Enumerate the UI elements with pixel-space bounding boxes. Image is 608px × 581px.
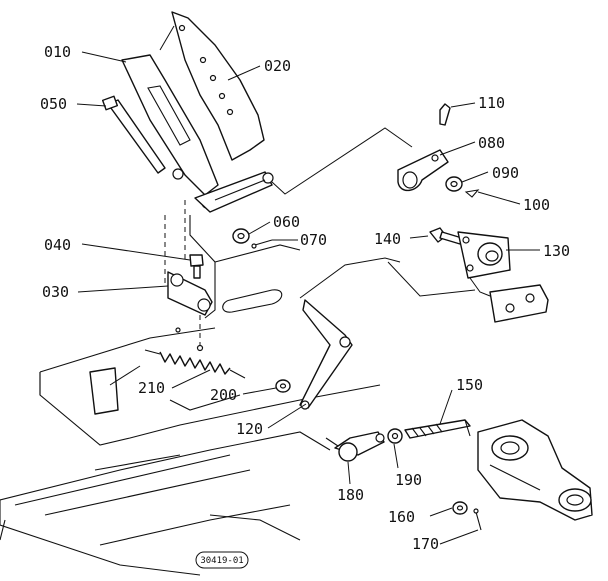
spring-bracket [89,367,119,415]
callout-040: 040 [44,236,71,254]
washer-090 [445,176,463,192]
callout-010: 010 [44,43,71,61]
bracket-030 [167,271,213,352]
bolt-140 [429,227,463,245]
callout-200: 200 [210,386,237,404]
washer-200 [275,379,291,393]
pin-110 [439,103,451,126]
washer-160 [452,501,468,515]
ball-joint-180 [325,431,385,462]
callout-140: 140 [374,230,401,248]
leader-lines [76,25,540,545]
pin-170 [473,508,482,531]
base-frame [0,327,381,576]
callout-080: 080 [478,134,505,152]
callout-100: 100 [523,196,550,214]
nut-190 [387,428,403,444]
callout-120: 120 [236,420,263,438]
callout-150: 150 [456,376,483,394]
callout-210: 210 [138,379,165,397]
lower-bracket [387,261,549,323]
callout-labels: 010 020 030 040 050 060 070 080 090 100 … [40,43,570,553]
pedal-arm-010 [121,54,274,213]
link-guide-line [271,127,413,195]
callout-110: 110 [478,94,505,112]
washer-060 [232,228,250,244]
callout-070: 070 [300,231,327,249]
mount-plate-130 [457,231,511,279]
callout-030: 030 [42,283,69,301]
clevis-080 [397,149,449,192]
callout-180: 180 [337,486,364,504]
bellcrank [477,419,593,521]
callout-190: 190 [395,471,422,489]
spring-210 [144,349,246,379]
reference-code-box: 30419-01 [195,551,249,569]
callout-020: 020 [264,57,291,75]
bracket-frame [164,200,301,319]
callout-050: 050 [40,95,67,113]
bolt-040 [189,254,204,279]
reference-code: 30419-01 [200,556,243,566]
callout-160: 160 [388,508,415,526]
callout-090: 090 [492,164,519,182]
cotter-pin-100 [464,189,480,198]
lever-arm-120 [299,257,401,410]
pin-070 [251,239,273,249]
pedal-plate-020 [171,11,265,161]
bolt-050 [101,95,166,174]
rod-150 [404,419,471,439]
callout-170: 170 [412,535,439,553]
callout-130: 130 [543,242,570,260]
callout-060: 060 [273,213,300,231]
